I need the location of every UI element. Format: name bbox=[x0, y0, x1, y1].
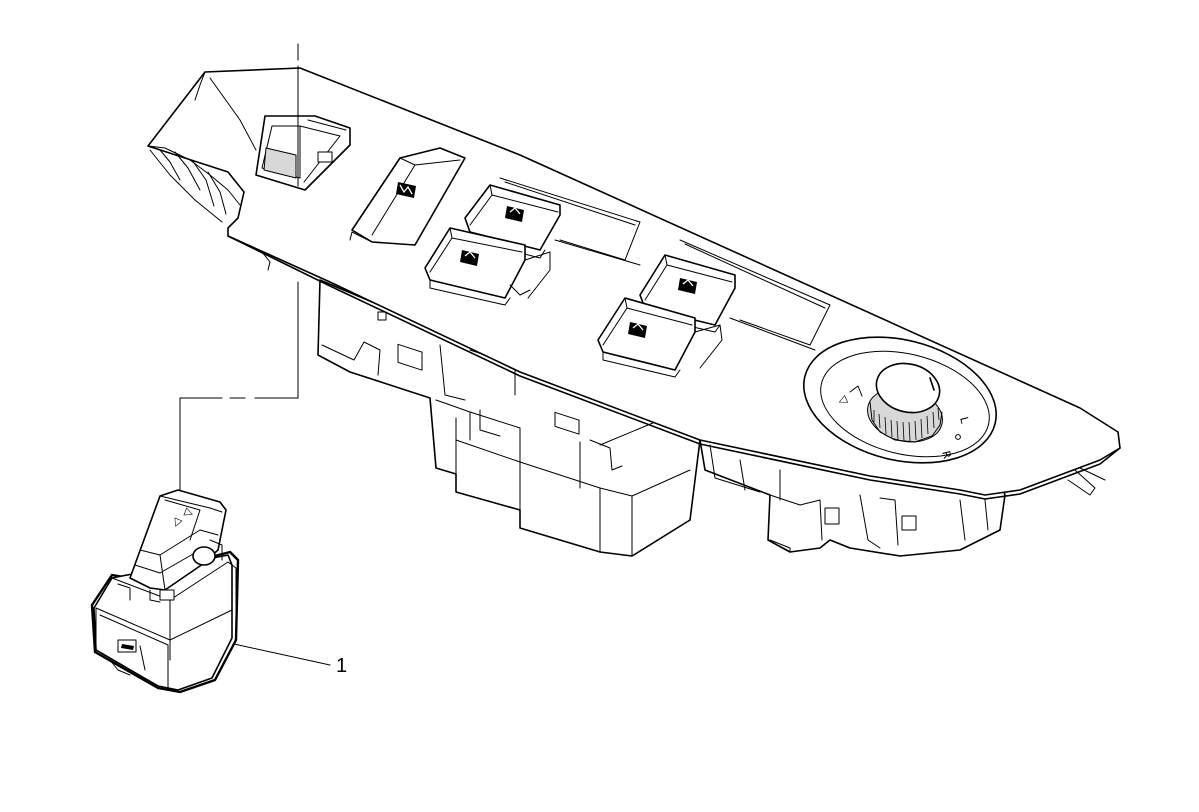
window-switch-rear-right[interactable] bbox=[597, 297, 723, 378]
window-switch-front-right[interactable] bbox=[424, 227, 551, 306]
window-switch-rear-left[interactable] bbox=[639, 254, 736, 333]
mirror-left-label: L bbox=[957, 415, 971, 425]
leader-lines bbox=[179, 43, 331, 666]
callout-1-label: 1 bbox=[336, 655, 347, 677]
lock-switch[interactable] bbox=[349, 147, 466, 246]
switch-recess bbox=[499, 177, 831, 351]
driver-window-switch-assembly: ◁ L R bbox=[147, 67, 1121, 557]
window-switch-icon bbox=[628, 322, 647, 338]
callout-1-leader bbox=[233, 643, 331, 666]
individual-window-switch: ◁ ▽ bbox=[90, 489, 240, 694]
switch-housing-underside bbox=[317, 279, 701, 557]
window-lock-icon bbox=[396, 182, 416, 198]
mirror-right-label: R bbox=[939, 449, 954, 460]
window-lock-button[interactable] bbox=[255, 115, 351, 191]
window-switch-icon bbox=[678, 278, 697, 294]
mirror-adjust-knob-icon[interactable] bbox=[862, 357, 948, 449]
window-switch-icon bbox=[460, 250, 479, 266]
window-switch-icon bbox=[505, 206, 524, 222]
mirror-control[interactable]: ◁ L R bbox=[790, 318, 1009, 482]
